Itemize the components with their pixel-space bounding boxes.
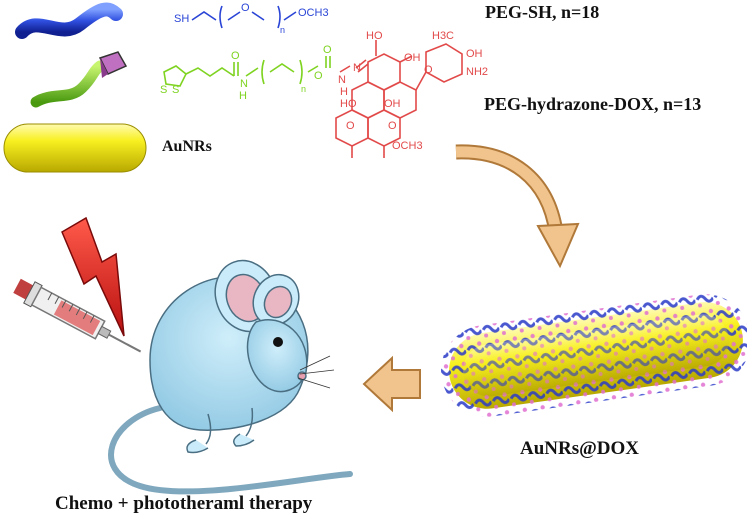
formula-o: O [241, 2, 250, 14]
label-peg-hydrazone-dox: PEG-hydrazone-DOX, n=13 [484, 94, 702, 114]
laser-bolt-icon [61, 216, 125, 337]
formula-o-ring: O [424, 64, 433, 76]
formula-oh2: OH [466, 48, 483, 60]
formula-oh1: OH [404, 52, 421, 64]
curved-arrow-down-icon [455, 144, 580, 269]
formula-n3: N [353, 62, 361, 74]
formula-nh2: NH2 [466, 66, 489, 78]
formula-ho2: HO [340, 98, 357, 110]
aunrs-dox-rod-icon [441, 294, 747, 417]
formula-n: n [280, 25, 286, 35]
label-therapy: Chemo + phototheraml therapy [55, 493, 313, 514]
label-aunrs-dox: AuNRs@DOX [520, 438, 640, 459]
formula-n-sub: n [301, 84, 307, 94]
arrow-left-icon [362, 355, 421, 413]
formula-o-k1: O [346, 120, 355, 132]
label-aunrs: AuNRs [162, 138, 212, 155]
formula-och3-dox: OCH3 [392, 140, 423, 152]
formula-h3c: H3C [432, 30, 455, 42]
aunr-rod-icon [3, 123, 147, 173]
formula-n1: N [240, 78, 248, 90]
formula-h2: H [340, 86, 348, 98]
formula-o-carbonyl1: O [231, 50, 240, 62]
hydrazone-formula-bonds [163, 40, 463, 158]
formula-s1: S [160, 84, 168, 96]
formula-ho-top: HO [366, 30, 383, 42]
formula-n2: N [338, 74, 346, 86]
formula-s2: S [172, 84, 180, 96]
peg-dox-worm-icon [30, 51, 128, 108]
syringe-icon [13, 278, 142, 353]
peg-sh-formula-bonds [191, 5, 297, 29]
formula-o-carbonyl2: O [323, 44, 332, 56]
mouse-icon [108, 259, 353, 495]
formula-o-k2: O [388, 120, 397, 132]
formula-h: H [239, 90, 247, 102]
label-peg-sh: PEG-SH, n=18 [485, 2, 600, 22]
formula-och3: OCH3 [298, 7, 329, 19]
formula-sh: SH [174, 13, 190, 25]
peg-sh-worm-icon [15, 2, 123, 39]
formula-o-ester: O [314, 70, 323, 82]
formula-oh3: OH [384, 98, 401, 110]
